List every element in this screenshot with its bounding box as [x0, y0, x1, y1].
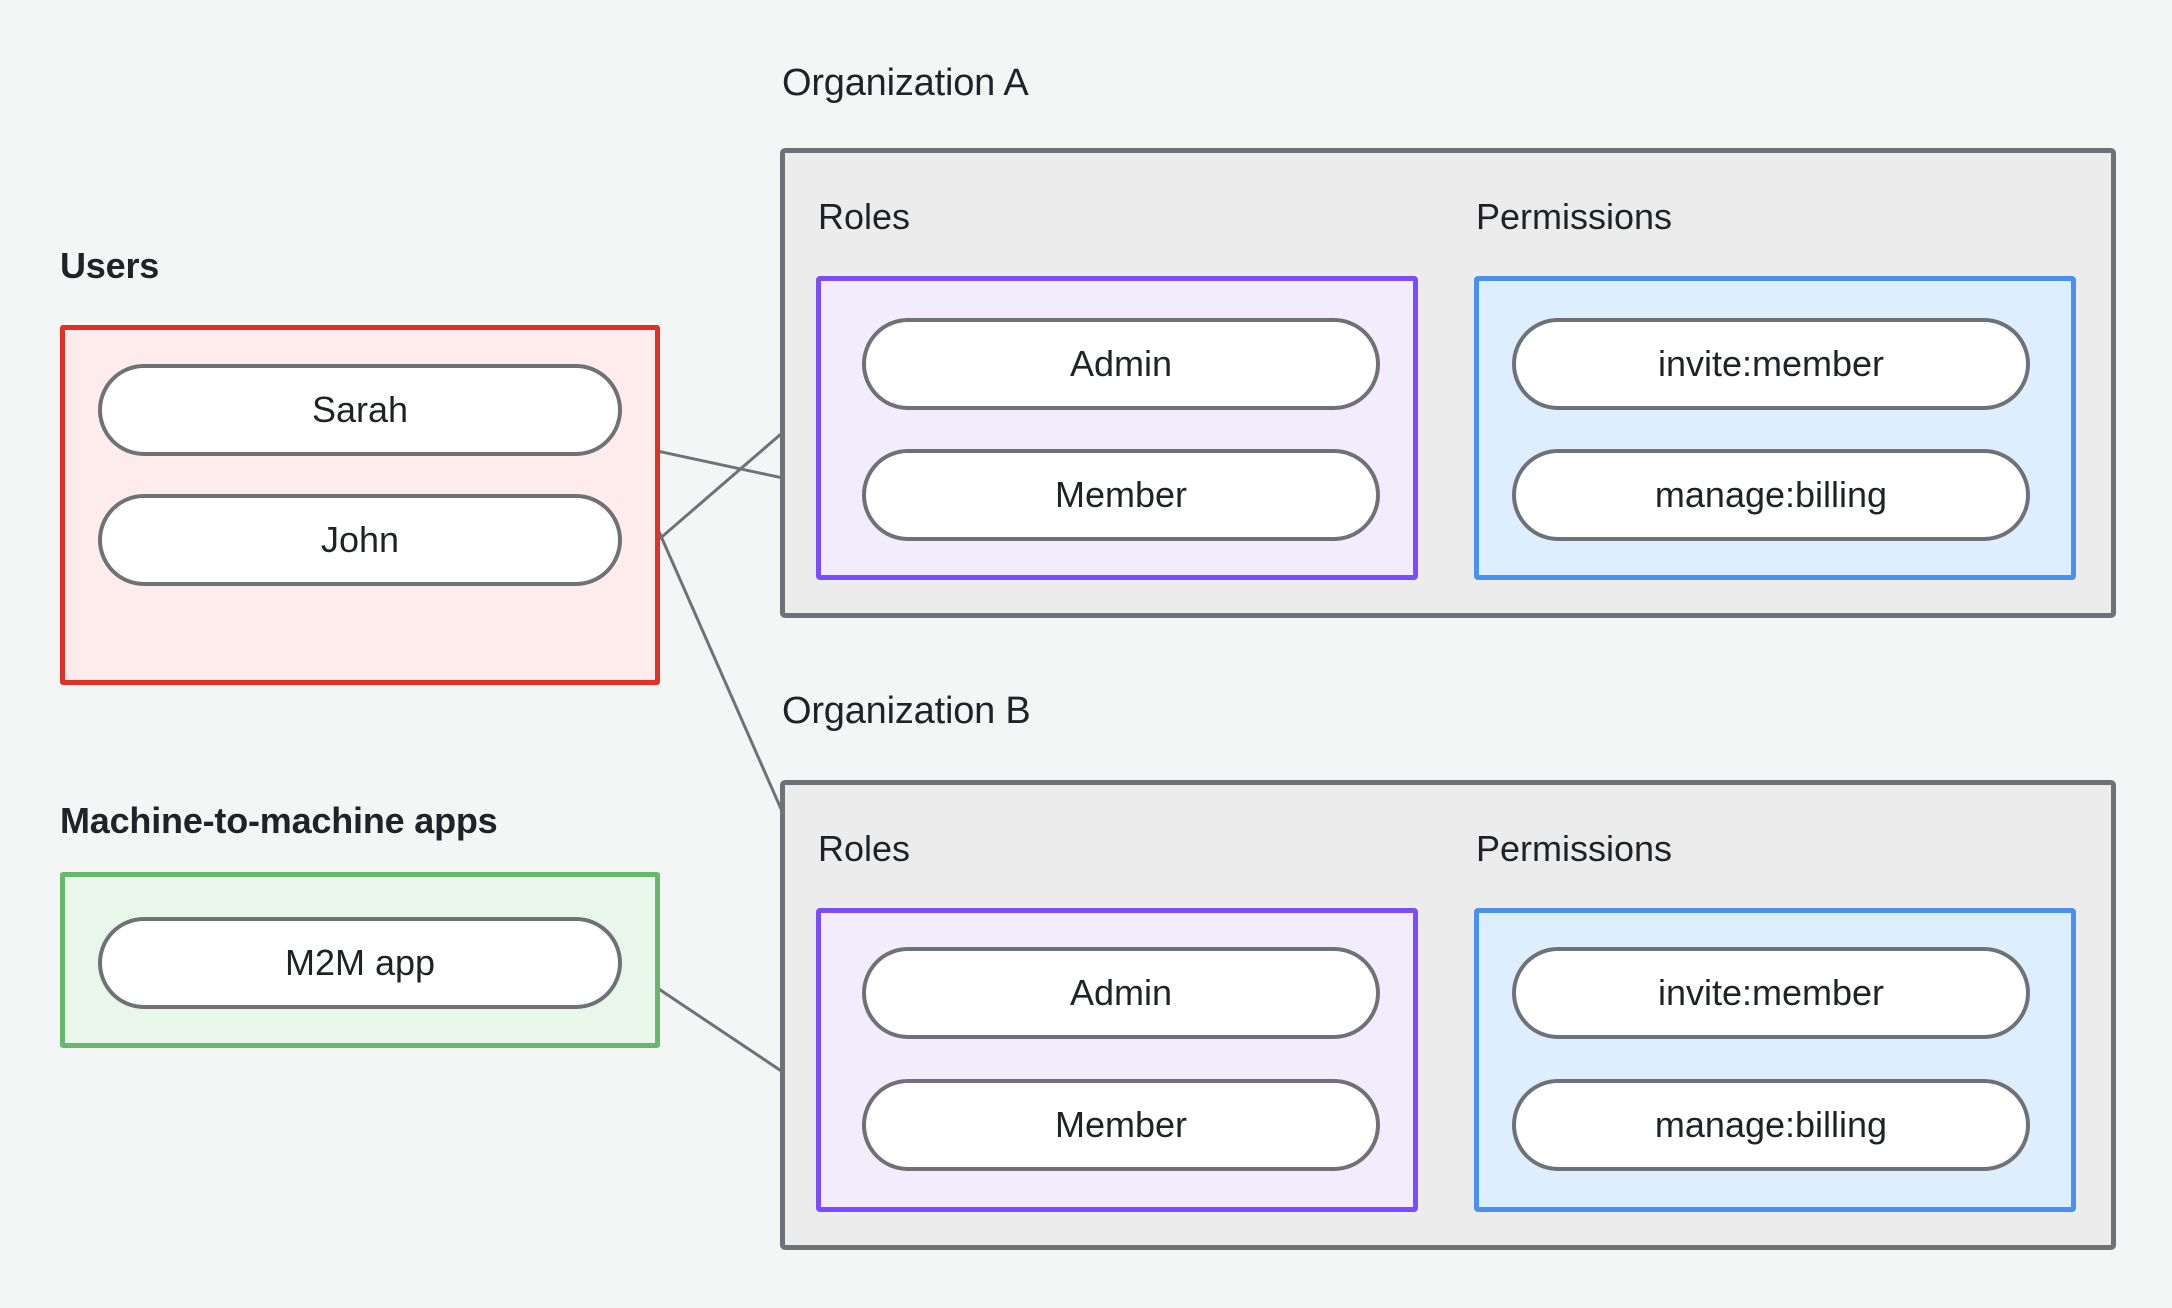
org-a-permissions-label: Permissions	[1476, 196, 1673, 237]
m2m-group-label: Machine-to-machine apps	[60, 800, 498, 841]
users-group-label: Users	[60, 245, 160, 286]
node-m2m-app[interactable]: M2M app	[98, 917, 622, 1009]
node-orgA-permission-manage-billing[interactable]: manage:billing	[1512, 449, 2030, 541]
node-orgB-role-admin[interactable]: Admin	[862, 947, 1380, 1039]
org-b-title: Organization B	[782, 690, 1031, 732]
node-orgB-permission-invite-member[interactable]: invite:member	[1512, 947, 2030, 1039]
node-user-sarah[interactable]: Sarah	[98, 364, 622, 456]
org-a-roles-label: Roles	[818, 196, 911, 237]
org-b-permissions-label: Permissions	[1476, 828, 1673, 869]
org-a-title: Organization A	[782, 62, 1029, 104]
node-orgA-permission-invite-member[interactable]: invite:member	[1512, 318, 2030, 410]
node-user-john[interactable]: John	[98, 494, 622, 586]
node-orgA-role-member[interactable]: Member	[862, 449, 1380, 541]
node-orgB-permission-manage-billing[interactable]: manage:billing	[1512, 1079, 2030, 1171]
node-orgA-role-admin[interactable]: Admin	[862, 318, 1380, 410]
node-orgB-role-member[interactable]: Member	[862, 1079, 1380, 1171]
org-b-roles-label: Roles	[818, 828, 911, 869]
